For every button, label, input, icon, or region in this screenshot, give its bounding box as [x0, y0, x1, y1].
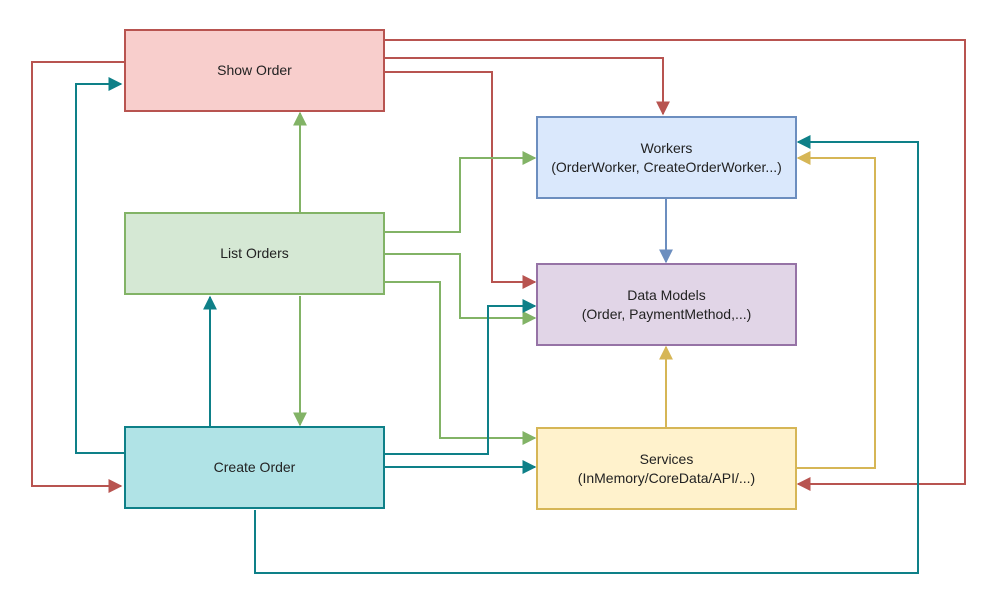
node-create-order-label: Create Order [214, 459, 296, 475]
node-list-orders-label: List Orders [220, 245, 288, 261]
node-show-order-box [124, 29, 385, 112]
node-show-order-label: Show Order [217, 62, 292, 78]
edge-show-order-to-services [385, 39, 966, 491]
node-create-order: Create Order [124, 426, 385, 509]
node-workers-title: Workers [641, 140, 693, 156]
node-data-models-box [536, 263, 797, 346]
edge-services-to-workers [796, 151, 876, 469]
edge-show-order-to-workers [385, 57, 670, 116]
node-services-subtitle: (InMemory/CoreData/API/...) [578, 470, 755, 486]
node-workers: Workers (OrderWorker, CreateOrderWorker.… [536, 116, 797, 199]
edge-list-orders-to-data-models [385, 253, 537, 325]
edge-list-orders-to-workers [385, 151, 537, 233]
node-data-models-title: Data Models [627, 287, 706, 303]
node-create-order-box [124, 426, 385, 509]
node-data-models-subtitle: (Order, PaymentMethod,...) [582, 306, 752, 322]
edge-show-order-to-data-models [385, 71, 537, 289]
edge-show-order-to-create-order [31, 61, 125, 493]
node-list-orders: List Orders [124, 212, 385, 295]
node-list-orders-box [124, 212, 385, 295]
edge-create-order-to-data-models [385, 299, 537, 455]
node-services-title: Services [640, 451, 694, 467]
node-workers-box [536, 116, 797, 199]
node-services: Services (InMemory/CoreData/API/...) [536, 427, 797, 510]
node-data-models: Data Models (Order, PaymentMethod,...) [536, 263, 797, 346]
edge-create-order-to-workers [254, 135, 919, 574]
node-services-box [536, 427, 797, 510]
node-show-order: Show Order [124, 29, 385, 112]
node-workers-subtitle: (OrderWorker, CreateOrderWorker...) [551, 159, 782, 175]
edge-create-order-to-show-order [75, 77, 125, 454]
